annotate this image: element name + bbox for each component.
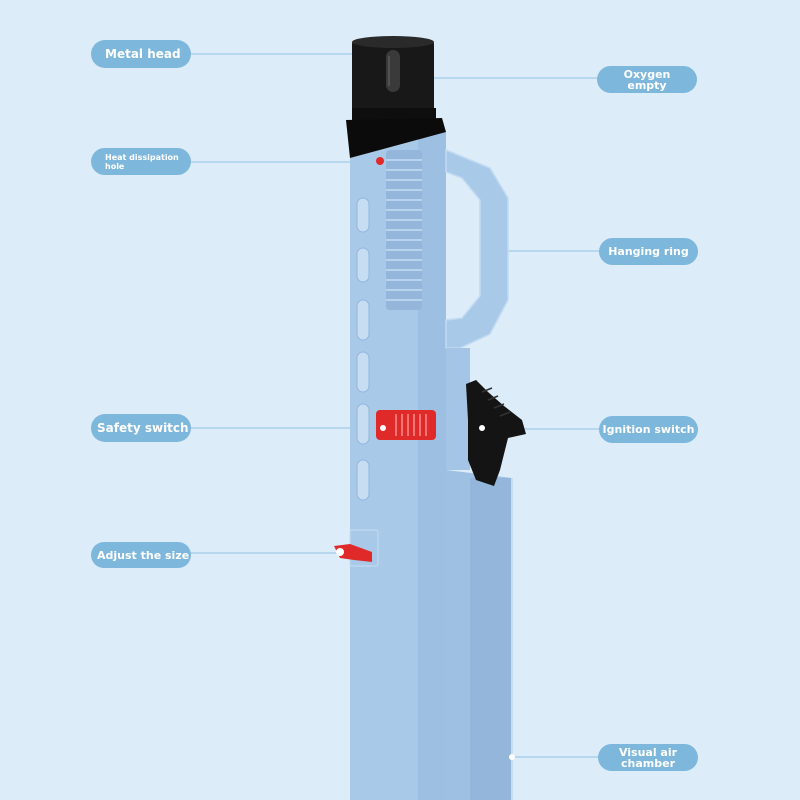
label-oxygen-empty: Oxygen empty — [597, 66, 697, 93]
label-hanging-ring: Hanging ring — [599, 238, 698, 265]
label-oxygen-empty-text: Oxygen empty — [623, 67, 671, 92]
label-ignition-switch: Ignition switch — [599, 416, 698, 443]
label-ignition-switch-text: Ignition switch — [602, 423, 695, 436]
label-adjust-the-size: Adjust the size — [91, 542, 191, 568]
hanging-ring — [445, 148, 509, 349]
side-slots — [356, 197, 370, 501]
safety-switch-part — [376, 410, 436, 440]
label-safety-switch: Safety switch — [91, 414, 191, 442]
ignition-trigger — [466, 380, 526, 486]
label-heat-dissipation-hole-text: Heat dissipation hole — [105, 152, 179, 171]
label-visual-air-chamber: Visual air chamber — [598, 744, 698, 771]
label-visual-air-chamber-text: Visual air chamber — [618, 745, 678, 770]
label-adjust-the-size-text: Adjust the size — [97, 548, 190, 562]
label-metal-head-text: Metal head — [105, 47, 181, 61]
label-safety-switch-text: Safety switch — [97, 421, 189, 435]
label-hanging-ring-text: Hanging ring — [608, 245, 689, 258]
metal-head — [346, 36, 446, 158]
label-metal-head: Metal head — [91, 40, 191, 68]
label-heat-dissipation-hole: Heat dissipation hole — [91, 148, 191, 175]
adjust-size-lever — [334, 529, 379, 567]
heat-hole-dot — [376, 157, 384, 165]
